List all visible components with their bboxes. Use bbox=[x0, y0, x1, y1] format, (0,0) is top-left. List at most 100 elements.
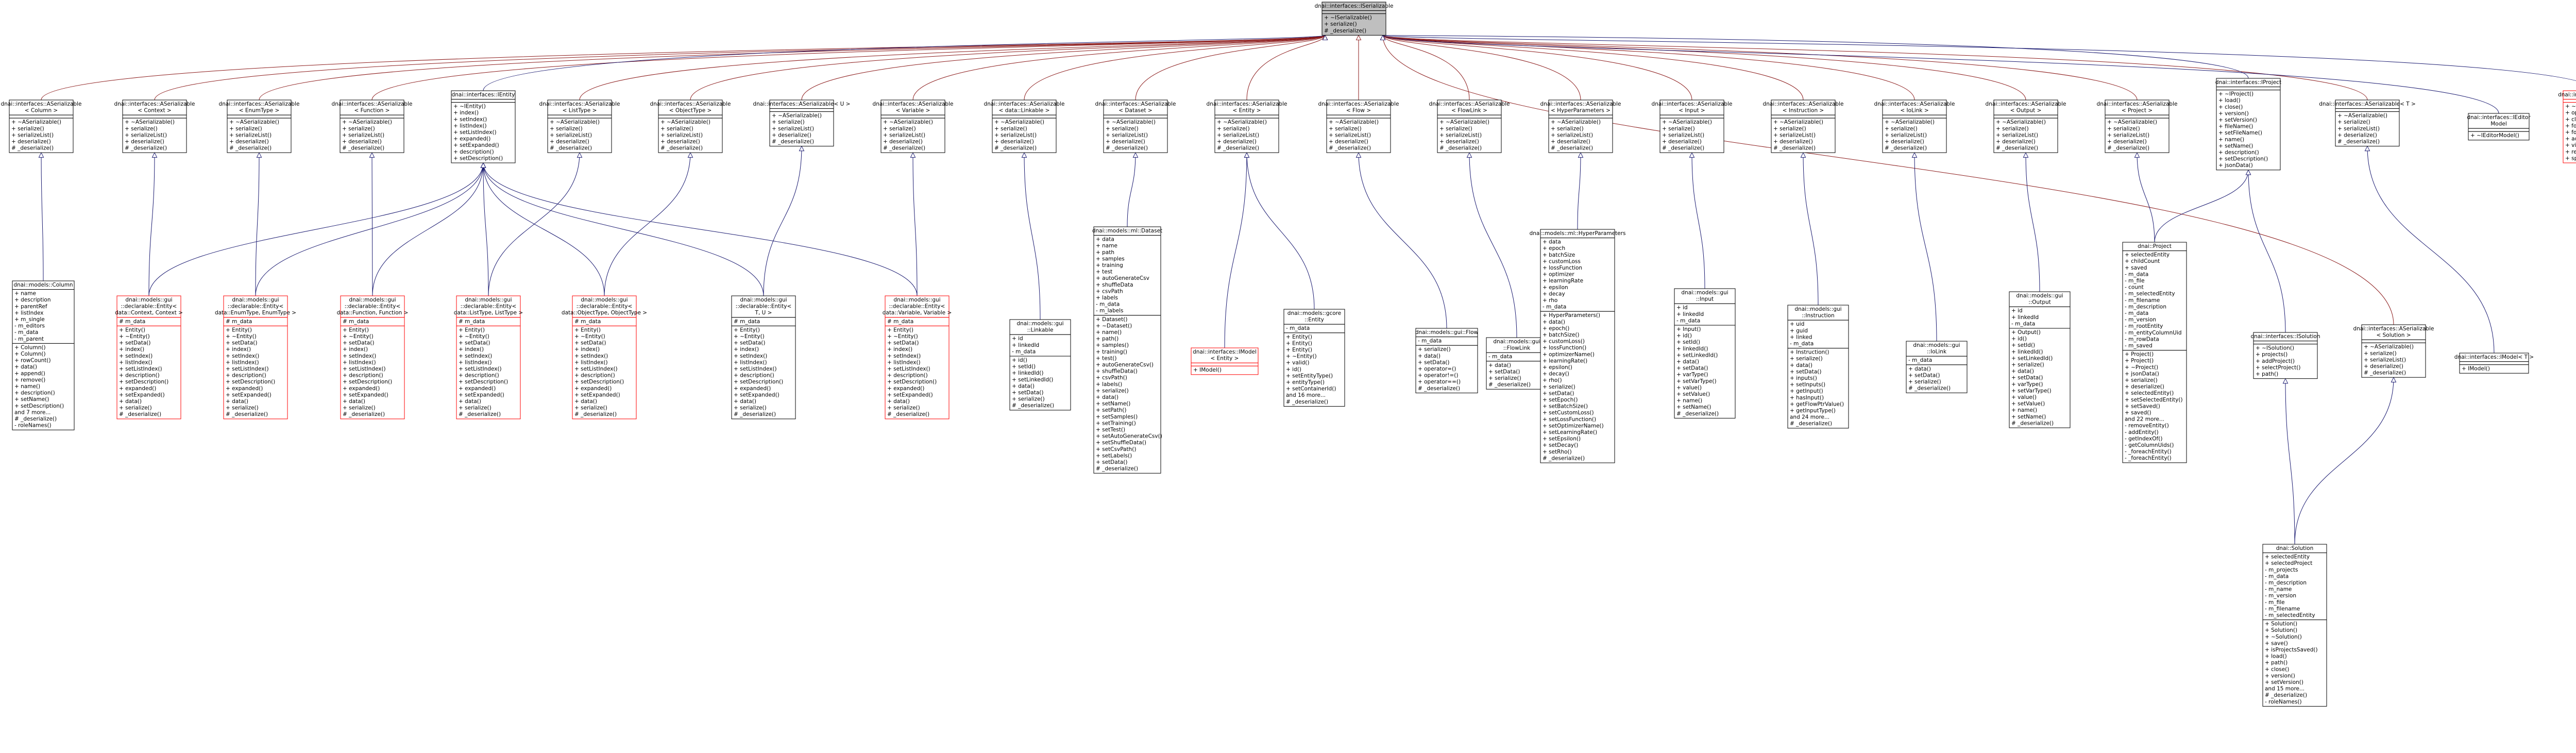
class-method: + setData() bbox=[1418, 359, 1449, 365]
class-method: + setIndex() bbox=[734, 353, 767, 359]
class-method: # _deserialize() bbox=[119, 411, 161, 417]
class-box-solution[interactable]: dnai::Solution+ selectedEntity+ selected… bbox=[2262, 544, 2327, 707]
class-box-ieditormodel[interactable]: dnai::interfaces::IEditorModel+ ~IEditor… bbox=[2467, 113, 2531, 141]
class-method: + setInputs() bbox=[1790, 382, 1825, 388]
class-method: and 16 more... bbox=[1286, 392, 1326, 398]
class-box-iviewzone[interactable]: dnai::interfaces::IViewZone+ ~IViewZone(… bbox=[2558, 90, 2576, 163]
class-methods-section bbox=[1009, 356, 1071, 411]
class-box-ag_iolink[interactable]: dnai::interfaces::ASerializable< IoLink … bbox=[1874, 99, 1955, 153]
class-box-dataset[interactable]: dnai::models::ml::Dataset+ data+ name+ p… bbox=[1092, 226, 1162, 474]
class-title: dnai::interfaces::ASerializable bbox=[1652, 101, 1733, 107]
class-box-iproject[interactable]: dnai::interfaces::IProject+ ~IProject()+… bbox=[2215, 78, 2281, 171]
class-method: + Project() bbox=[2125, 352, 2154, 358]
class-box-ag_flowlink[interactable]: dnai::interfaces::ASerializable< FlowLin… bbox=[1429, 99, 1510, 153]
class-box-ag_u[interactable]: dnai::interfaces::ASerializable< U >+ ~A… bbox=[753, 99, 851, 147]
class-box-imodel_entity[interactable]: dnai::interfaces::IModel< Entity >+ IMod… bbox=[1191, 347, 1259, 375]
inheritance-edge bbox=[483, 163, 918, 296]
class-member: - m_name bbox=[2265, 587, 2292, 593]
class-box-decl_function[interactable]: dnai::models::gui::declarable::Entity<da… bbox=[337, 295, 409, 420]
class-method: + data() bbox=[734, 398, 756, 405]
class-box-ag_t[interactable]: dnai::interfaces::ASerializable< T >+ ~A… bbox=[2319, 99, 2416, 147]
class-methods-section bbox=[1674, 325, 1736, 419]
class-title: data::Variable, Variable > bbox=[883, 310, 952, 316]
class-box-ag_context[interactable]: dnai::interfaces::ASerializable< Context… bbox=[114, 99, 195, 153]
class-box-decl_enumtype[interactable]: dnai::models::gui::declarable::Entity<da… bbox=[215, 295, 296, 420]
class-method: + rowCount() bbox=[14, 358, 51, 364]
class-title: dnai::interfaces::IEditor bbox=[2467, 114, 2531, 121]
class-box-ag_project[interactable]: dnai::interfaces::ASerializable< Project… bbox=[2097, 99, 2178, 153]
class-box-ag_column[interactable]: dnai::interfaces::ASerializable< Column … bbox=[1, 99, 82, 153]
class-method: + index() bbox=[459, 346, 484, 353]
class-box-decl_tu[interactable]: dnai::models::gui::declarable::Entity<T,… bbox=[731, 295, 796, 420]
class-box-iserializable[interactable]: dnai::interfaces::ISerializable+ ~ISeria… bbox=[1315, 2, 1394, 36]
class-method: + deserialize() bbox=[660, 139, 700, 145]
class-box-decl_objecttype[interactable]: dnai::models::gui::declarable::Entity<da… bbox=[562, 295, 647, 420]
class-method: + name() bbox=[2011, 407, 2037, 413]
class-methods-section bbox=[2009, 328, 2071, 428]
class-box-ag_dataset[interactable]: dnai::interfaces::ASerializable< Dataset… bbox=[1095, 99, 1176, 153]
class-method: + data() bbox=[1012, 383, 1035, 389]
class-box-iolink[interactable]: dnai::models::gui::IoLink- m_data+ data(… bbox=[1906, 341, 1968, 393]
class-method: + serialize() bbox=[994, 126, 1027, 132]
class-box-linkable[interactable]: dnai::models::gui::Linkable+ id+ linkedI… bbox=[1009, 319, 1071, 411]
class-box-decl_listtype[interactable]: dnai::models::gui::declarable::Entity<da… bbox=[454, 295, 523, 420]
class-method: + Output() bbox=[2011, 329, 2041, 336]
class-method: + setData() bbox=[1543, 390, 1574, 396]
class-box-ag_hyper[interactable]: dnai::interfaces::ASerializable< HyperPa… bbox=[1540, 99, 1621, 153]
inheritance-edge bbox=[690, 35, 1325, 101]
class-method: + setIndex() bbox=[226, 353, 259, 359]
class-box-ag_entity[interactable]: dnai::interfaces::ASerializable< Entity … bbox=[1207, 99, 1287, 153]
class-box-project[interactable]: dnai::Project+ selectedEntity+ childCoun… bbox=[2122, 242, 2187, 463]
class-method: + serializeList() bbox=[1439, 132, 1482, 138]
class-box-ag_objecttype[interactable]: dnai::interfaces::ASerializable< ObjectT… bbox=[650, 99, 731, 153]
class-members-section bbox=[1674, 303, 1736, 326]
class-box-ag_instruction[interactable]: dnai::interfaces::ASerializable< Instruc… bbox=[1763, 99, 1844, 153]
class-method: + setIndex() bbox=[343, 353, 376, 359]
class-method: + index() bbox=[887, 346, 912, 353]
class-box-hyperparams[interactable]: dnai::models::ml::HyperParameters+ data+… bbox=[1530, 229, 1626, 463]
class-box-decl_variable[interactable]: dnai::models::gui::declarable::Entity<da… bbox=[883, 295, 952, 420]
class-box-column[interactable]: dnai::models::Column+ name+ description+… bbox=[12, 280, 75, 430]
class-box-ag_listtype[interactable]: dnai::interfaces::ASerializable< ListTyp… bbox=[539, 99, 620, 153]
class-method: + description() bbox=[453, 149, 494, 155]
class-methods-section bbox=[122, 118, 187, 153]
class-box-instruction[interactable]: dnai::models::gui::Instruction+ uid+ gui… bbox=[1787, 305, 1849, 429]
class-method: + data() bbox=[14, 364, 37, 370]
class-box-ag_input[interactable]: dnai::interfaces::ASerializable< Input >… bbox=[1652, 99, 1733, 153]
inheritance-edge bbox=[1803, 153, 1819, 306]
inheritance-edge bbox=[1383, 35, 2368, 101]
class-box-flowlink[interactable]: dnai::models::gui::FlowLink- m_data+ dat… bbox=[1486, 337, 1548, 390]
class-method: + setLabels() bbox=[1096, 453, 1132, 459]
class-box-imodel_t[interactable]: dnai::interfaces::IModel< T >+ IModel() bbox=[2454, 353, 2534, 374]
class-box-decl_context[interactable]: dnai::models::gui::declarable::Entity<da… bbox=[115, 295, 183, 420]
class-title: dnai::interfaces::ASerializable< T > bbox=[2319, 101, 2416, 107]
class-box-ag_datalinkable[interactable]: dnai::interfaces::ASerializable< data::L… bbox=[984, 99, 1065, 153]
class-box-ag_function[interactable]: dnai::interfaces::ASerializable< Functio… bbox=[332, 99, 413, 153]
class-method: + learningRate() bbox=[1543, 358, 1587, 364]
class-box-ag_solution[interactable]: dnai::interfaces::ASerializable< Solutio… bbox=[2353, 324, 2434, 378]
class-method: + Solution() bbox=[2265, 621, 2297, 627]
class-method: + deserialize() bbox=[994, 139, 1034, 145]
class-method: + expanded() bbox=[574, 386, 612, 392]
class-box-ientity[interactable]: dnai::interfaces::IEntity+ ~IEntity()+ i… bbox=[451, 90, 516, 163]
class-box-isolution[interactable]: dnai::interfaces::ISolution+ ~ISolution(… bbox=[2251, 332, 2320, 379]
class-box-gcore_entity[interactable]: dnai::models::gcore::Entity- m_data+ Ent… bbox=[1283, 309, 1345, 407]
class-members-section bbox=[769, 108, 834, 112]
class-method: + setLinkedId() bbox=[2011, 355, 2053, 361]
class-members-section bbox=[2262, 553, 2327, 621]
class-title: dnai::models::gui bbox=[893, 297, 940, 303]
class-box-ag_enumtype[interactable]: dnai::interfaces::ASerializable< EnumTyp… bbox=[219, 99, 300, 153]
class-box-gui_output[interactable]: dnai::models::gui::Output+ id+ linkedId-… bbox=[2009, 291, 2071, 428]
class-method: + setPath() bbox=[1096, 407, 1126, 413]
class-box-flow[interactable]: dnai::models::gui::Flow- m_data+ seriali… bbox=[1415, 328, 1479, 393]
class-member: # m_data bbox=[119, 319, 145, 325]
class-method: + setData() bbox=[343, 340, 374, 346]
class-box-ag_output[interactable]: dnai::interfaces::ASerializable< Output … bbox=[1986, 99, 2066, 153]
class-method: and 22 more... bbox=[2125, 416, 2164, 423]
class-box-ag_flow[interactable]: dnai::interfaces::ASerializable< Flow >+… bbox=[1318, 99, 1399, 153]
class-box-ag_variable[interactable]: dnai::interfaces::ASerializable< Variabl… bbox=[873, 99, 954, 153]
class-title: ::declarable::Entity< bbox=[345, 304, 401, 310]
class-title: < Input > bbox=[1679, 108, 1705, 114]
class-box-gui_input[interactable]: dnai::models::gui::Input+ id+ linkedId- … bbox=[1674, 288, 1736, 419]
class-method: + id() bbox=[1286, 366, 1301, 373]
